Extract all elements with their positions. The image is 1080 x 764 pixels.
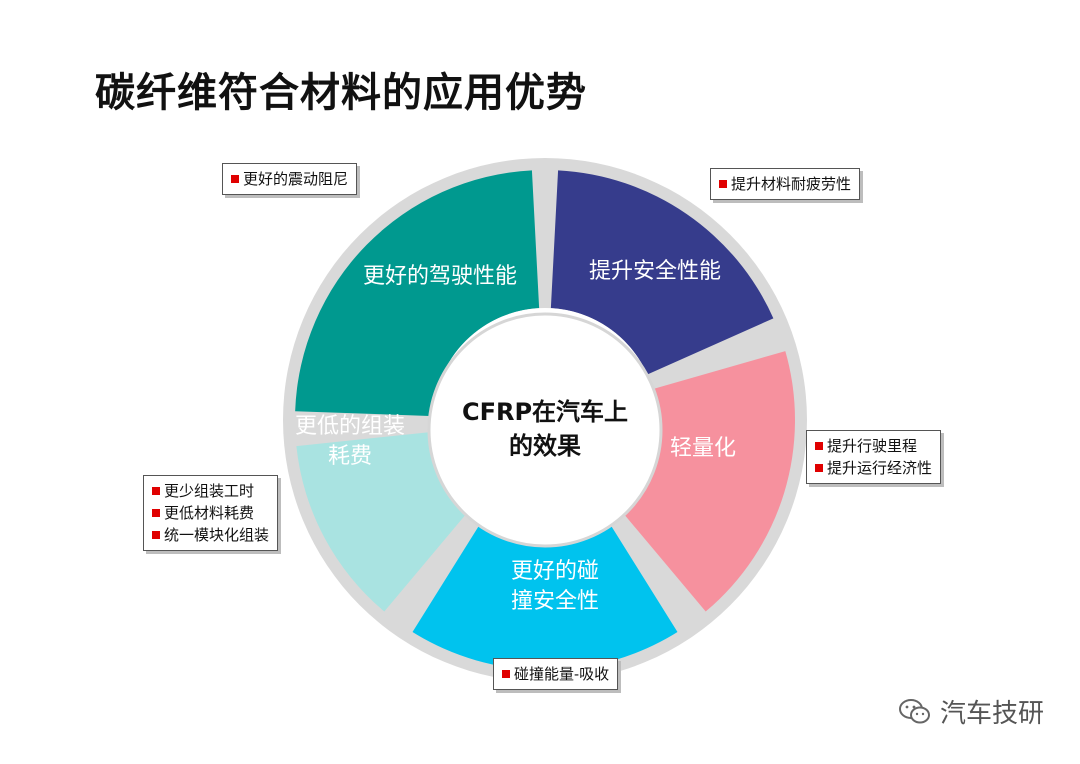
segment-label-crash: 更好的碰 <box>511 559 599 584</box>
callout-text: 统一模块化组装 <box>164 526 270 544</box>
bullet-icon <box>815 442 823 450</box>
callout-assembly: 更少组装工时 更低材料耗费 统一模块化组装 <box>143 475 279 551</box>
center-label-line1: CFRP在汽车上 <box>462 398 628 426</box>
watermark-text: 汽车技研 <box>939 699 1044 729</box>
watermark: 汽车技研 <box>898 693 1044 730</box>
segment-label-lightweight: 轻量化 <box>670 436 736 461</box>
callout-text: 更好的震动阻尼 <box>243 170 349 188</box>
bullet-icon <box>502 670 510 678</box>
bullet-icon <box>152 509 160 517</box>
segment-label-assembly: 更低的组装 <box>295 414 405 439</box>
wechat-icon <box>898 698 930 723</box>
segment-label-assembly: 耗费 <box>328 444 372 469</box>
segment-label-crash: 撞安全性 <box>511 589 599 614</box>
center-circle <box>427 312 663 548</box>
segment-assembly <box>296 431 474 612</box>
callout-text: 提升行驶里程 <box>827 437 918 455</box>
segment-label-handling: 更好的驾驶性能 <box>363 264 517 289</box>
callout-safety: 提升材料耐疲劳性 <box>710 168 861 200</box>
bullet-icon <box>231 175 239 183</box>
callout-lightweight: 提升行驶里程 提升运行经济性 <box>806 430 942 484</box>
callout-handling: 更好的震动阻尼 <box>222 163 358 195</box>
callout-text: 碰撞能量-吸收 <box>514 665 610 683</box>
bullet-icon <box>719 180 727 188</box>
center-label-line2: 的效果 <box>509 432 581 460</box>
callout-crash: 碰撞能量-吸收 <box>493 658 619 690</box>
bullet-icon <box>815 464 823 472</box>
page-title: 碳纤维符合材料的应用优势 <box>95 70 587 116</box>
callout-text: 提升材料耐疲劳性 <box>731 175 852 193</box>
bullet-icon <box>152 531 160 539</box>
segment-handling <box>295 170 540 417</box>
bullet-icon <box>152 487 160 495</box>
segment-label-safety: 提升安全性能 <box>589 259 721 284</box>
callout-text: 更少组装工时 <box>164 482 255 500</box>
segment-crash <box>412 514 678 670</box>
callout-text: 更低材料耗费 <box>164 504 255 522</box>
callout-text: 提升运行经济性 <box>827 459 933 477</box>
segment-safety <box>550 170 774 375</box>
